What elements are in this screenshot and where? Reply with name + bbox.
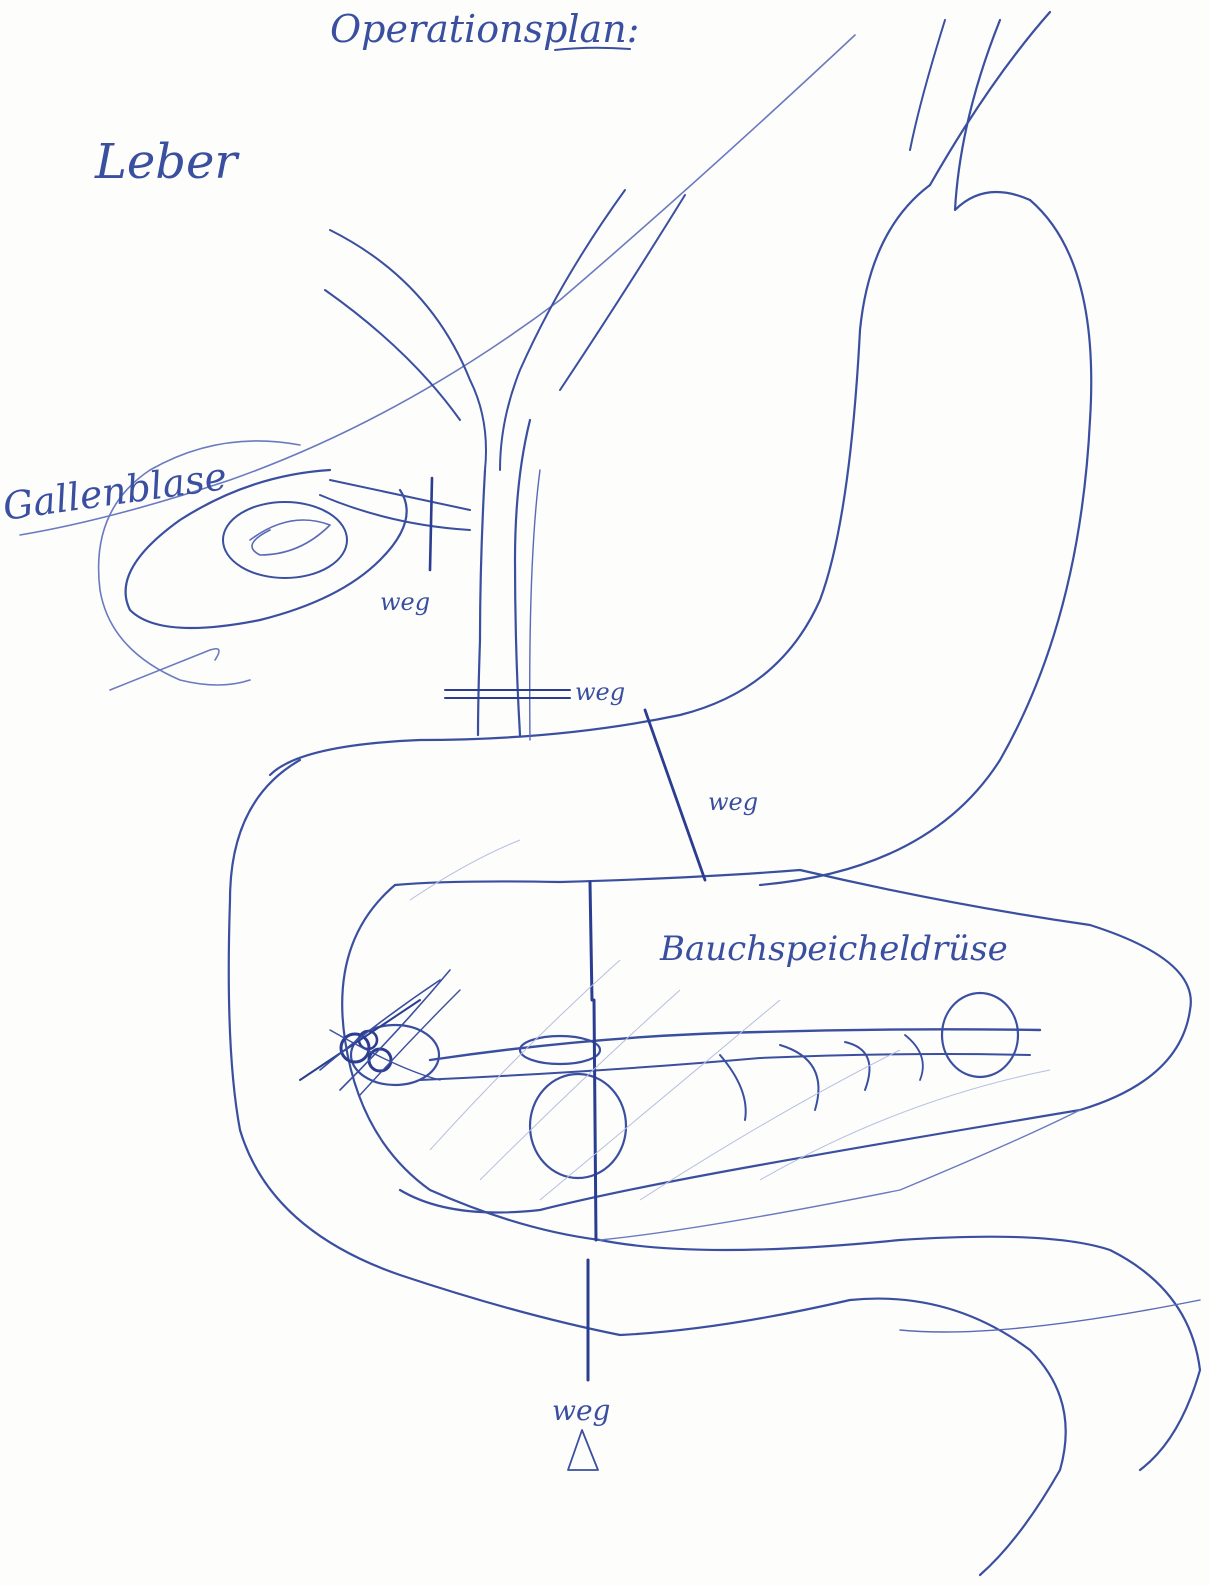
bile-duct-branch-left-2 — [325, 290, 460, 420]
cut-line-cystic-duct — [430, 478, 432, 570]
pancreas-cyst-body — [530, 1074, 626, 1178]
cut-line-bile-duct — [445, 690, 570, 698]
pancreas-lesion-neck — [520, 1036, 600, 1064]
diagram-title: Operationsplan: — [330, 7, 639, 51]
pancreas-hatching — [410, 840, 1050, 1200]
duct-branch-2 — [780, 1045, 818, 1110]
cut-line-stomach — [645, 710, 705, 880]
pancreas-lower — [600, 1110, 1080, 1240]
bile-duct-branch-left — [330, 230, 486, 470]
pancreas-outline — [395, 870, 1191, 1213]
duct-branch-1 — [720, 1055, 746, 1120]
cut-label-stomach: weg — [708, 788, 758, 816]
label-liver: Leber — [94, 134, 240, 190]
common-bile-duct-right — [515, 420, 530, 735]
cut-label-cystic-duct: weg — [380, 588, 430, 616]
cut-label-bile-duct: weg — [575, 678, 625, 706]
cut-label-duodenum-mark — [568, 1430, 598, 1470]
common-bile-duct-left — [478, 470, 485, 735]
common-bile-duct-inner — [530, 470, 540, 740]
cystic-duct — [320, 480, 470, 530]
cut-label-duodenum: weg — [552, 1394, 610, 1427]
esophagus-left — [930, 12, 1050, 185]
label-gallbladder: Gallenblase — [0, 454, 229, 529]
label-pancreas: Bauchspeicheldrüse — [659, 929, 1008, 969]
stomach-outer — [760, 200, 1091, 885]
cut-line-duodenum — [588, 882, 596, 1380]
gallstone — [223, 502, 347, 578]
duodenum-inner — [342, 885, 1200, 1470]
pancreas-head-mass — [300, 970, 460, 1095]
bile-duct-branch-right-2 — [560, 195, 685, 390]
duct-branch-3 — [845, 1042, 870, 1090]
duct-branch-4 — [905, 1035, 923, 1080]
pancreatic-duct-lower — [420, 1054, 1030, 1080]
duodenum-fold — [900, 1300, 1200, 1332]
pancreas-cyst-tail — [942, 993, 1018, 1077]
stomach-fundus — [910, 20, 945, 150]
liver-edge — [20, 35, 855, 535]
duodenum-outer — [229, 760, 1066, 1575]
